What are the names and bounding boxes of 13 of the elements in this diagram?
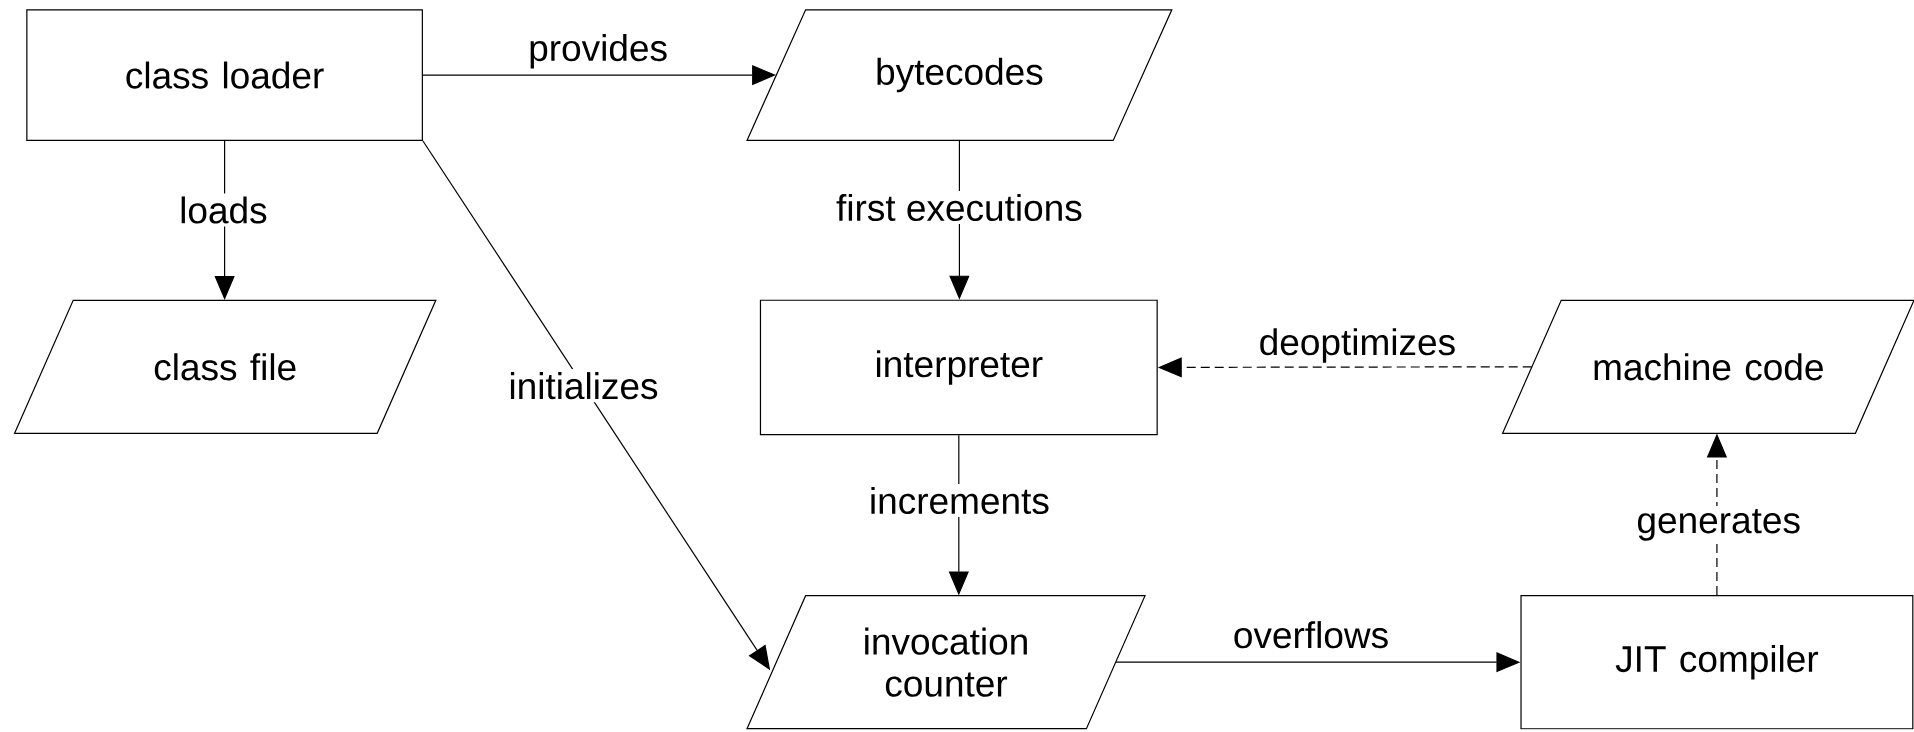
edge-label: generates <box>1633 506 1804 544</box>
edge-label: initializes <box>505 369 662 403</box>
edge-label: increments <box>865 483 1053 518</box>
process-box: JIT compiler <box>1520 595 1914 730</box>
edge-label: loads <box>176 193 271 227</box>
edge-label: deoptimizes <box>1255 325 1460 366</box>
process-box: interpreter <box>759 299 1158 436</box>
edge-label: first executions <box>833 190 1086 225</box>
edge-label: provides <box>525 31 672 72</box>
edge-label: overflows <box>1229 618 1393 652</box>
process-box: class loader <box>26 9 423 141</box>
data-parallelogram: invocation counter <box>746 595 1146 730</box>
data-parallelogram: bytecodes <box>746 9 1173 141</box>
